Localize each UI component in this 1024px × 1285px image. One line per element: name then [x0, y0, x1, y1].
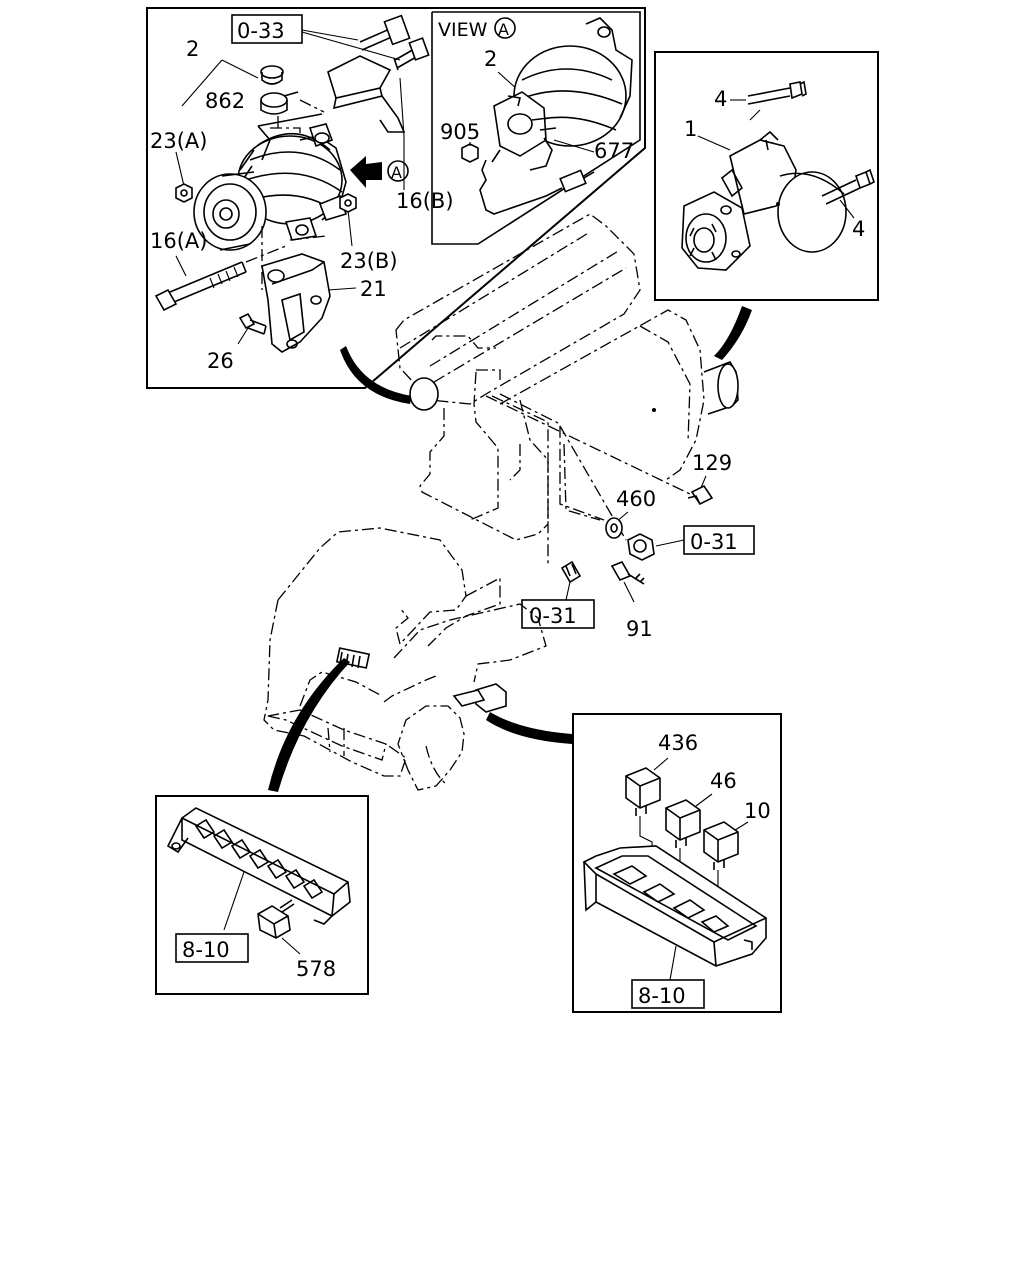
label-905: 905 [440, 120, 480, 144]
part-relay-578 [257, 899, 295, 939]
label-129: 129 [692, 451, 732, 475]
ref-box-8-10-left [175, 933, 249, 963]
part-relay-436 [625, 767, 661, 816]
fuse-panel: 8-10 578 [155, 795, 369, 995]
callout-arrow-relay [486, 712, 572, 744]
part-collar-862 [260, 91, 299, 115]
part-harness-677 [479, 149, 595, 215]
label-circle-a: A [391, 163, 402, 182]
callout-arrow-alternator [340, 346, 412, 404]
label-46: 46 [710, 769, 737, 793]
label-view-circle-a: A [498, 20, 509, 39]
label-8-10-right: 8-10 [638, 984, 686, 1008]
label-4-right: 4 [852, 217, 865, 241]
part-fuse-block [166, 807, 351, 925]
truck-cab [263, 527, 547, 791]
label-460: 460 [616, 487, 656, 511]
alternator-panel: 0-33 2 862 [146, 7, 646, 389]
starter-panel: 4 1 4 [654, 51, 879, 301]
part-cap-2 [260, 65, 284, 85]
label-16b: 16(B) [396, 189, 454, 213]
part-relay-box [582, 845, 767, 967]
part-bolt-4-top [747, 80, 807, 105]
relay-panel: 436 46 10 8-1 [572, 713, 782, 1013]
part-starter [681, 130, 847, 271]
callout-arrow-fuse [268, 658, 350, 792]
label-26: 26 [207, 349, 234, 373]
part-relay-10 [703, 821, 739, 870]
part-bolt-16a [154, 261, 247, 312]
label-21: 21 [360, 277, 387, 301]
label-436: 436 [658, 731, 698, 755]
label-578: 578 [296, 957, 336, 981]
label-view-a: VIEW [438, 19, 488, 41]
engine-block [395, 213, 739, 566]
part-washer-460 [605, 517, 623, 539]
part-relay-46 [665, 799, 701, 848]
part-sender-91 [610, 560, 645, 585]
label-8-10-left: 8-10 [182, 938, 230, 962]
engine-outlet [703, 361, 739, 415]
label-0-31-left: 0-31 [529, 604, 577, 628]
part-plug-0-31-right [627, 533, 655, 561]
part-nut-905 [461, 143, 479, 163]
part-bolt-4-right [821, 168, 875, 205]
label-862: 862 [205, 89, 245, 113]
label-1: 1 [684, 117, 697, 141]
view-a-arrow: A [350, 156, 409, 188]
label-91: 91 [626, 617, 653, 641]
label-23b: 23(B) [340, 249, 398, 273]
part-nut-23a [175, 183, 193, 203]
label-16a: 16(A) [150, 229, 207, 253]
part-alternator [193, 123, 348, 251]
part-sensor-0-31-left [560, 560, 582, 584]
ref-box-8-10-right [631, 979, 705, 1009]
ref-box-0-31-right [683, 525, 755, 555]
ref-box-0-33 [231, 14, 303, 44]
label-0-33: 0-33 [237, 19, 285, 43]
part-nut-23b [339, 193, 357, 213]
part-bracket-upper [327, 55, 406, 133]
label-677: 677 [594, 139, 634, 163]
label-2-view: 2 [484, 47, 497, 71]
label-23a: 23(A) [150, 129, 207, 153]
part-bolt-26 [238, 312, 267, 335]
label-4-top: 4 [714, 87, 727, 111]
callout-arrow-starter [714, 306, 752, 360]
part-bolt-129 [687, 484, 714, 506]
label-0-31-right: 0-31 [690, 530, 738, 554]
label-10: 10 [744, 799, 771, 823]
part-alternator-view [493, 17, 633, 171]
ref-box-0-31-left [521, 599, 595, 629]
part-bolt-top [359, 14, 430, 71]
part-bracket-21 [261, 253, 331, 353]
label-2-left: 2 [186, 37, 199, 61]
engine-plug [409, 377, 439, 411]
